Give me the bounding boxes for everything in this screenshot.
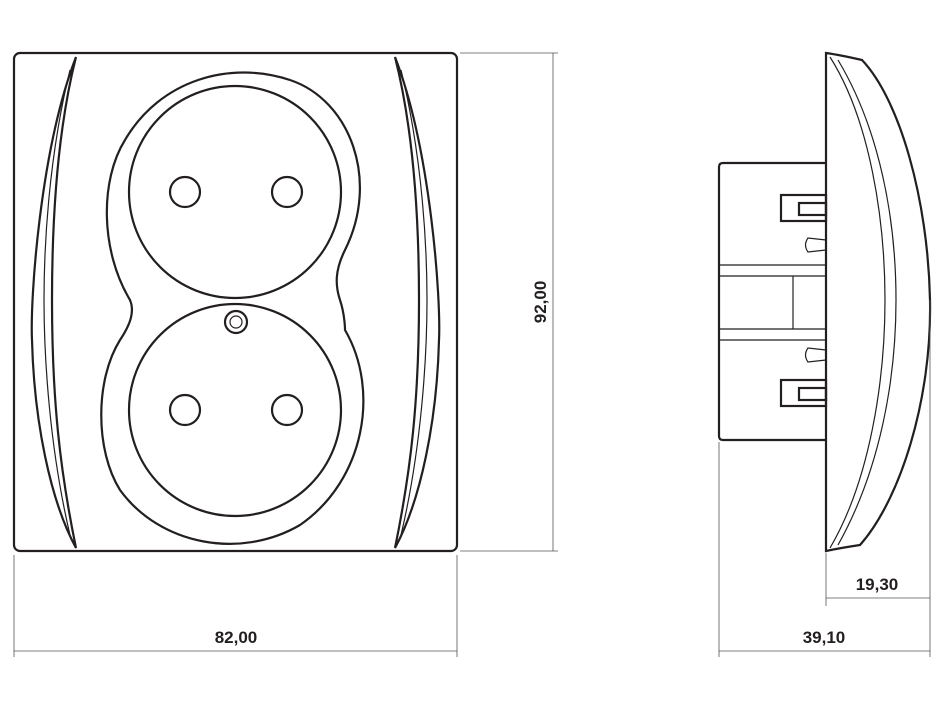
height-dimension: 92,00 <box>460 52 558 552</box>
lower-socket-recess <box>127 302 343 518</box>
height-label: 92,00 <box>531 281 550 324</box>
total-depth-label: 39,10 <box>803 628 846 647</box>
pin-hole <box>270 393 304 427</box>
left-side-ridge <box>30 56 78 549</box>
right-side-ridge <box>393 56 441 549</box>
total-depth-dimension: 39,10 <box>718 442 930 657</box>
side-view <box>717 51 932 553</box>
front-view <box>12 51 459 553</box>
width-label: 82,00 <box>215 628 258 647</box>
pin-hole <box>168 175 202 209</box>
socket-outline <box>100 71 365 545</box>
pin-hole <box>168 393 202 427</box>
pin-hole <box>270 175 304 209</box>
cover-plate-profile <box>824 51 932 553</box>
upper-socket-recess <box>127 84 343 300</box>
terminal <box>779 193 828 223</box>
width-dimension: 82,00 <box>13 555 458 657</box>
plate-depth-label: 19,30 <box>856 575 899 594</box>
cover-plate <box>12 51 459 553</box>
earth-pin-icon <box>223 309 249 335</box>
mechanism-body <box>717 161 826 442</box>
terminal <box>779 378 828 408</box>
plate-depth-dimension: 19,30 <box>825 300 931 657</box>
